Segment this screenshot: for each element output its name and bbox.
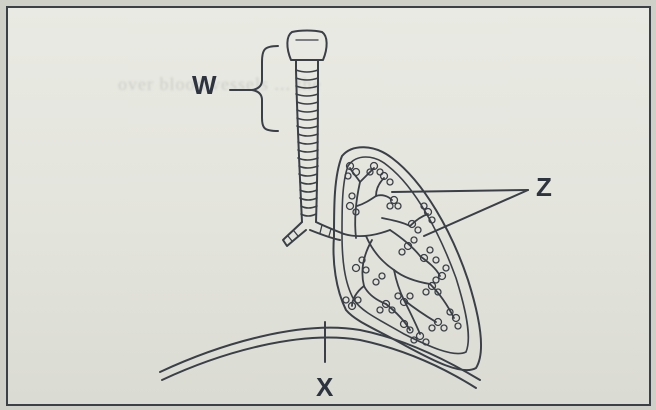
z-pointer-lower [424,190,528,236]
trachea-rings [296,70,318,216]
alveoli-clusters [343,163,461,346]
z-pointer-upper [392,190,528,192]
label-w: W [192,70,217,101]
larynx [287,31,326,61]
w-bracket [252,46,278,131]
lung-outer [334,147,482,370]
label-z: Z [536,172,552,203]
left-bronchus [283,222,306,246]
label-x: X [316,372,333,403]
